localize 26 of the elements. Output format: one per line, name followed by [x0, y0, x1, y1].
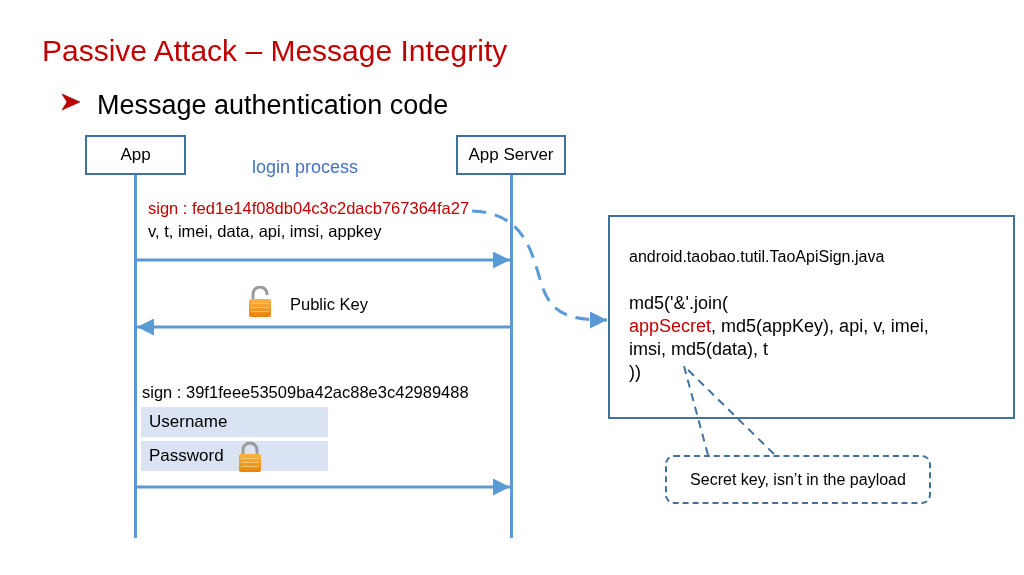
- message-signature: sign : 39f1feee53509ba42ac88e3c42989488: [142, 383, 469, 403]
- code-line: imsi, md5(data), t: [629, 338, 769, 361]
- code-panel: [608, 215, 1015, 419]
- code-line: )): [629, 361, 641, 384]
- slide-title: Passive Attack – Message Integrity: [42, 33, 508, 69]
- lifeline: [134, 175, 137, 538]
- field-label: Username: [149, 412, 228, 432]
- form-field: [141, 407, 328, 437]
- message-signature: sign : fed1e14f08db04c3c2dacb767364fa27: [148, 198, 470, 219]
- message-arrow: [137, 478, 510, 496]
- file-path: android.taobao.tutil.TaoApiSign.java: [629, 247, 885, 267]
- lifeline: [510, 175, 513, 538]
- participant-box: App Server: [456, 135, 566, 175]
- message-arrow: [137, 318, 510, 336]
- bullet-text: Message authentication code: [97, 89, 449, 122]
- dashed-arrow: [471, 209, 607, 329]
- highlighted-code: appSecret: [629, 315, 712, 338]
- message-arrow: [137, 251, 510, 269]
- form-field: [141, 441, 328, 471]
- message-params: v, t, imei, data, api, imsi, appkey: [148, 221, 382, 242]
- code-line: , md5(appKey), api, v, imei,: [711, 315, 929, 338]
- participant-box: App: [85, 135, 186, 175]
- section-label: login process: [252, 157, 359, 179]
- field-label: Password: [149, 446, 224, 466]
- code-line: md5('&'.join(: [629, 292, 728, 315]
- callout-note: Secret key, isn’t in the payload: [665, 455, 931, 504]
